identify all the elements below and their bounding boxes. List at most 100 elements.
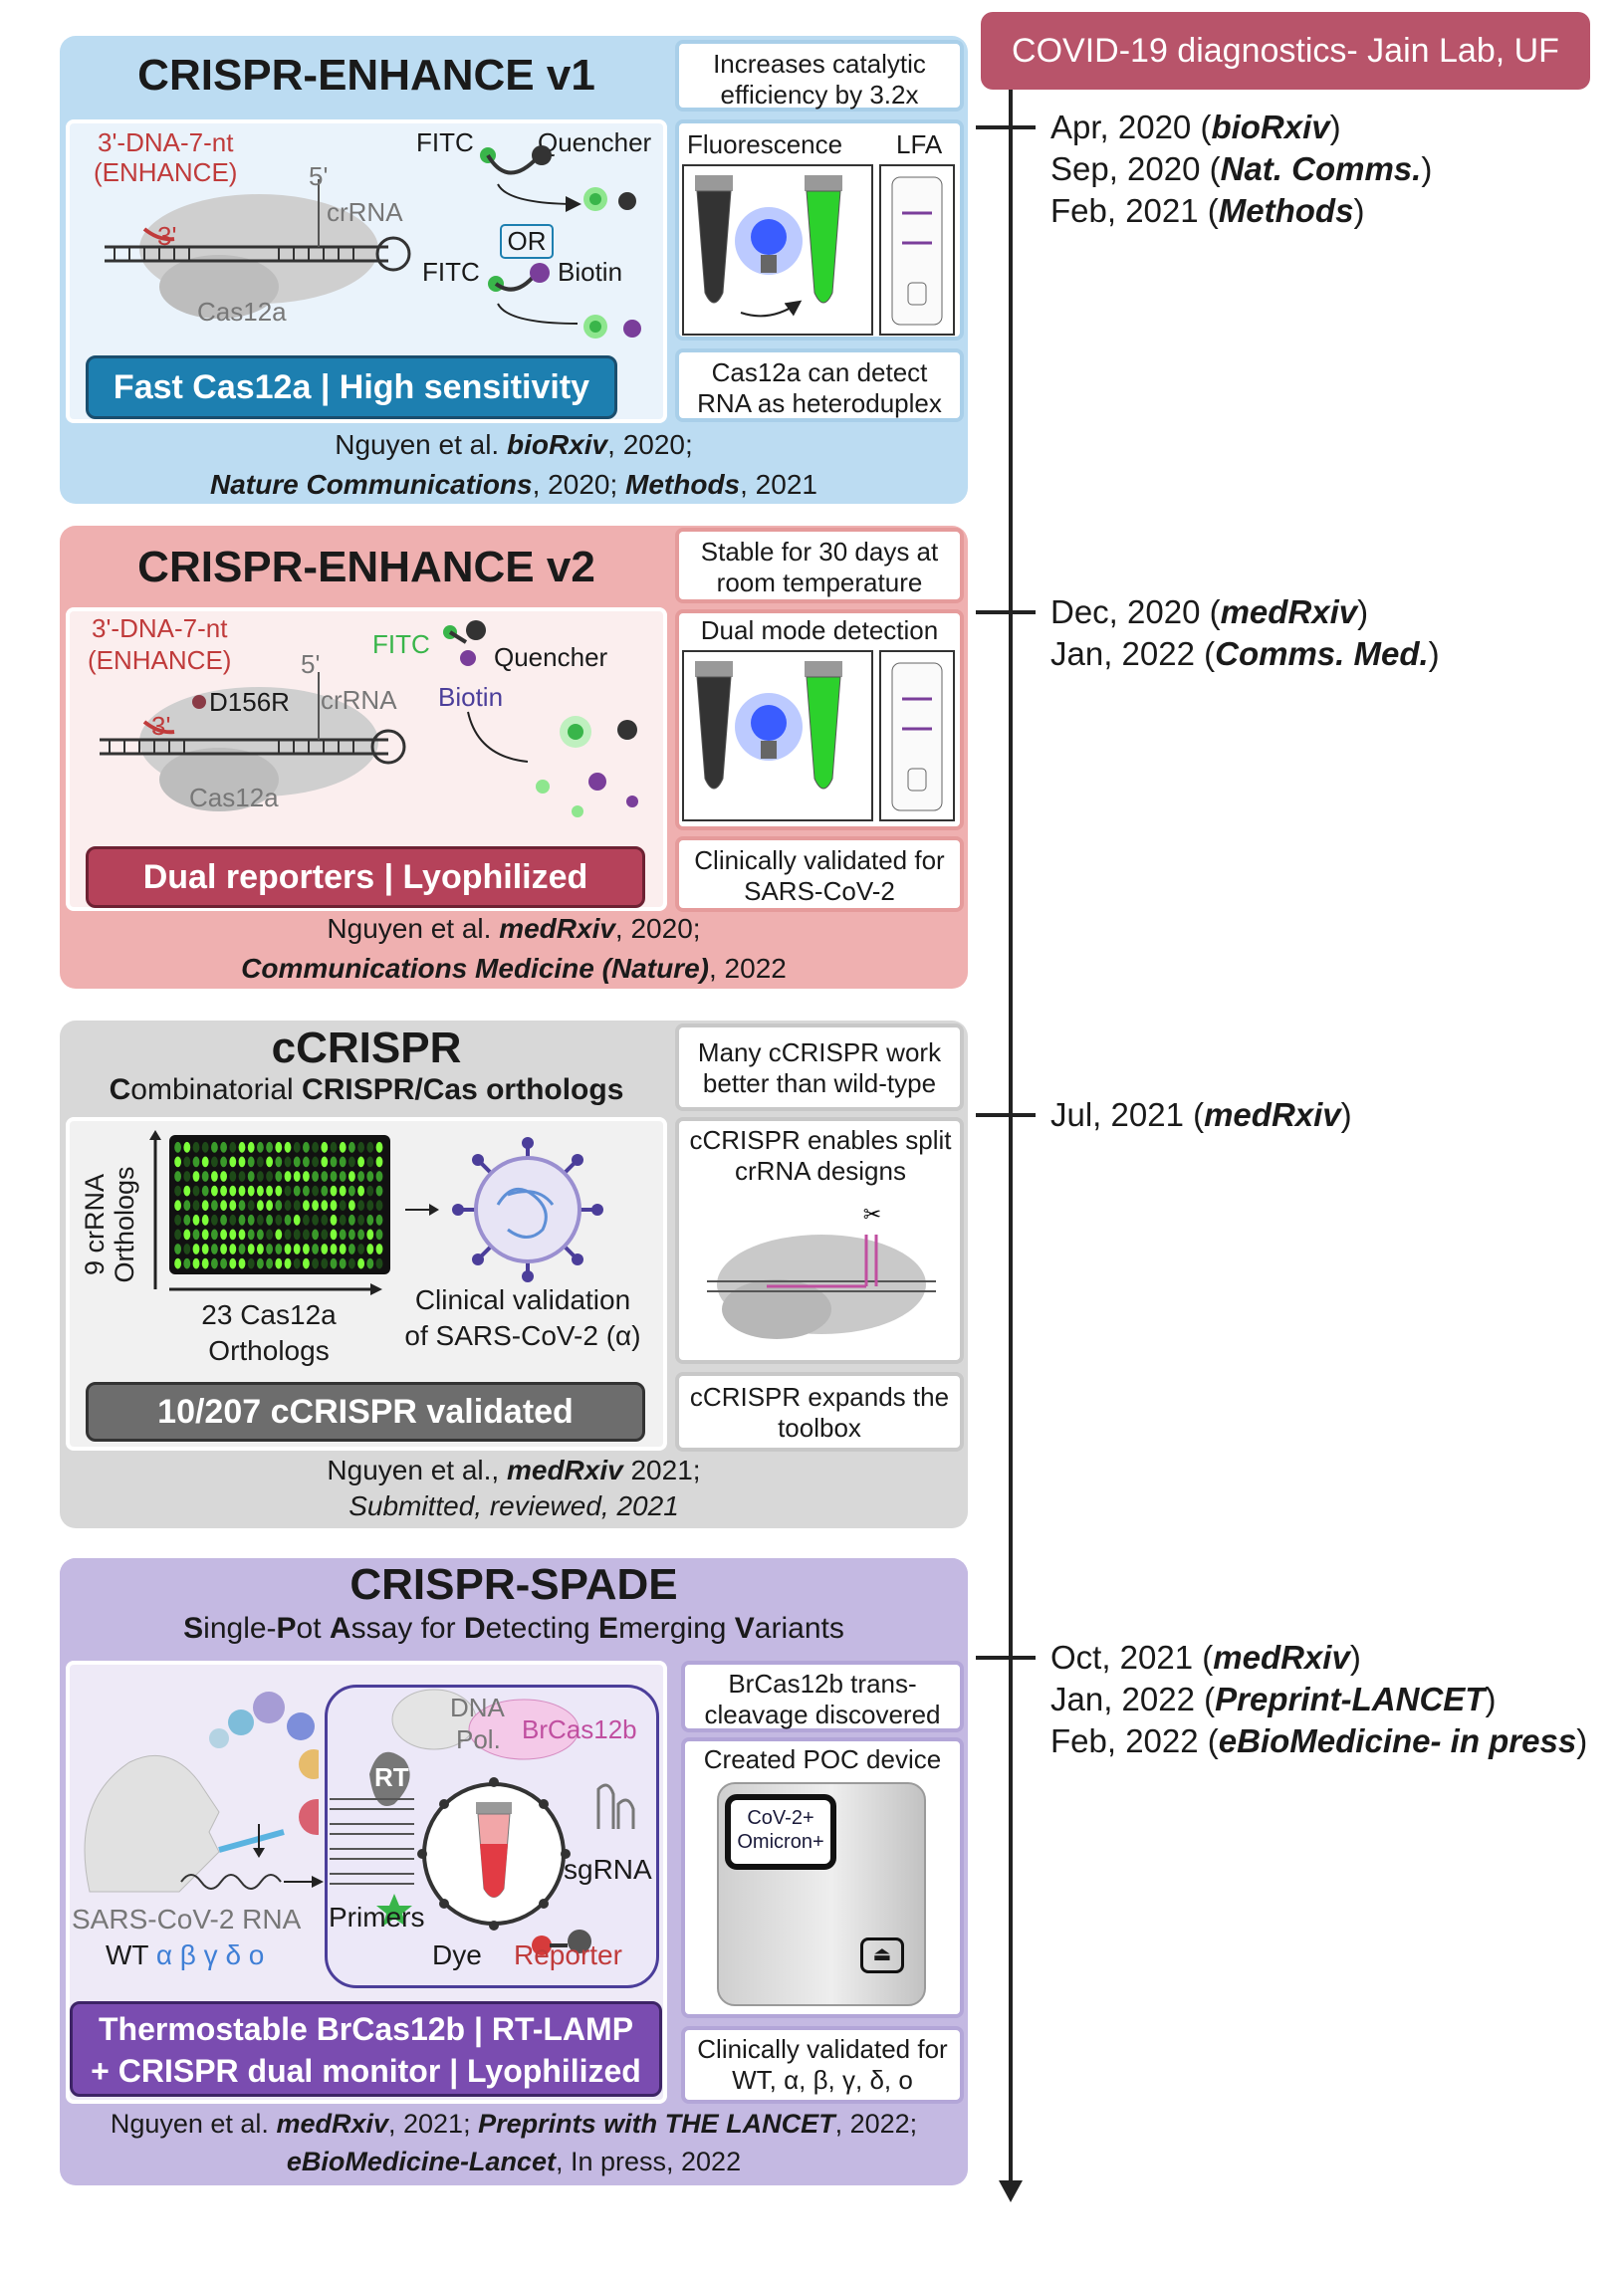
virus-icon (452, 1137, 603, 1282)
heatmap-cell (284, 1229, 292, 1241)
heatmap-cell (339, 1141, 347, 1153)
v2-note-stable: Stable for 30 days at room temperature (675, 528, 964, 603)
heatmap-cell (312, 1171, 319, 1182)
heatmap-cell (321, 1214, 329, 1226)
spade-subtitle: Single-Pot Assay for Detecting Emerging … (60, 1612, 968, 1646)
heatmap-cell (266, 1229, 273, 1241)
heatmap-cell (257, 1214, 264, 1226)
heatmap-cell (366, 1229, 374, 1241)
heatmap-cell (174, 1156, 181, 1168)
heatmap-cell (238, 1185, 246, 1197)
heatmap-cell (266, 1214, 273, 1226)
heatmap-cell (348, 1229, 355, 1241)
heatmap-cell (275, 1141, 283, 1153)
cc-heatmap (169, 1135, 390, 1274)
v1-citation: Nguyen et al. bioRxiv, 2020; Nature Comm… (210, 429, 817, 500)
heatmap-cell (229, 1185, 237, 1197)
heatmap-cell (266, 1156, 273, 1168)
spade-banner: Thermostable BrCas12b | RT-LAMP + CRISPR… (70, 2001, 662, 2097)
heatmap-cell (183, 1156, 191, 1168)
v1-label-crrna: crRNA (327, 197, 403, 227)
heatmap-cell (348, 1185, 355, 1197)
heatmap-cell (192, 1171, 200, 1182)
heatmap-cell (220, 1185, 227, 1197)
heatmap-cell (211, 1185, 218, 1197)
heatmap-cell (357, 1200, 364, 1212)
heatmap-cell (192, 1200, 200, 1212)
v2-label-dna: 3'-DNA-7-nt (92, 613, 228, 643)
heatmap-cell (321, 1200, 329, 1212)
timeline-line: Feb, 2022 (eBioMedicine- in press) (1050, 1722, 1588, 1759)
spade-subtitle-part: ingle- (203, 1612, 277, 1645)
timeline-group-v2: Dec, 2020 (medRxiv) Jan, 2022 (Comms. Me… (1050, 591, 1440, 675)
heatmap-cell (229, 1229, 237, 1241)
v1-label-lfa: LFA (896, 129, 943, 159)
heatmap-cell (211, 1141, 218, 1153)
spade-subtitle-part: S (183, 1612, 204, 1645)
heatmap-cell (257, 1229, 264, 1241)
eject-icon: ⏏ (860, 1937, 904, 1973)
spade-title-box: CRISPR-SPADE Single-Pot Assay for Detect… (60, 1558, 968, 1658)
heatmap-cell (330, 1244, 338, 1254)
v2-note-dual-mode: Dual mode detection (700, 615, 939, 645)
heatmap-cell (339, 1214, 347, 1226)
heatmap-cell (257, 1156, 264, 1168)
heatmap-cell (211, 1214, 218, 1226)
spade-citation: Nguyen et al. medRxiv, 2021; Preprints w… (110, 2109, 918, 2176)
heatmap-cell (303, 1244, 310, 1254)
v1-label-dna: 3'-DNA-7-nt (98, 127, 234, 157)
v2-cas12a-diagram (100, 672, 406, 811)
heatmap-cell (284, 1200, 292, 1212)
heatmap-cell (284, 1257, 292, 1269)
v1-label-cas12a: Cas12a (197, 297, 287, 327)
v2-title-box: CRISPR-ENHANCE v2 (66, 528, 667, 607)
heatmap-cell (357, 1257, 364, 1269)
heatmap-cell (348, 1244, 355, 1254)
v1-label-or: OR (500, 224, 554, 259)
heatmap-cell (303, 1214, 310, 1226)
heatmap-cell (238, 1171, 246, 1182)
heatmap-cell (201, 1141, 209, 1153)
v1-label-fluorescence: Fluorescence (687, 129, 843, 159)
heatmap-cell (229, 1244, 237, 1254)
heatmap-cell (229, 1156, 237, 1168)
cc-subtitle: Combinatorial CRISPR/Cas orthologs (109, 1073, 624, 1106)
heatmap-cell (174, 1244, 181, 1254)
heatmap-cell (348, 1156, 355, 1168)
heatmap-cell (247, 1229, 255, 1241)
heatmap-cell (275, 1200, 283, 1212)
heatmap-cell (229, 1257, 237, 1269)
v1-label-3prime: 3' (157, 221, 177, 251)
v1-title-box: CRISPR-ENHANCE v1 (66, 36, 667, 115)
v1-label-5prime: 5' (309, 161, 329, 191)
v2-label-cas12a: Cas12a (189, 783, 279, 812)
header-title: COVID-19 diagnostics- Jain Lab, UF (1012, 32, 1559, 70)
v2-label-biotin: Biotin (438, 682, 504, 712)
heatmap-cell (357, 1229, 364, 1241)
heatmap-cell (303, 1229, 310, 1241)
spade-subtitle-part: ot (296, 1612, 330, 1645)
heatmap-cell (201, 1257, 209, 1269)
heatmap-cell (348, 1141, 355, 1153)
v1-label-quencher: Quencher (538, 127, 652, 157)
heatmap-cell (266, 1141, 273, 1153)
v1-label-biotin: Biotin (558, 257, 623, 287)
heatmap-cell (238, 1200, 246, 1212)
heatmap-cell (238, 1257, 246, 1269)
spade-subtitle-part: E (598, 1612, 619, 1645)
heatmap-cell (303, 1185, 310, 1197)
heatmap-cell (257, 1171, 264, 1182)
heatmap-cell (375, 1200, 383, 1212)
heatmap-cell (357, 1171, 364, 1182)
timeline-line: Jan, 2022 (Comms. Med.) (1050, 635, 1440, 672)
heatmap-cell (312, 1156, 319, 1168)
heatmap-cell (366, 1200, 374, 1212)
v1-note-heteroduplex: Cas12a can detect RNA as heteroduplex (675, 348, 964, 422)
heatmap-cell (201, 1244, 209, 1254)
spade-title: CRISPR-SPADE (349, 1560, 678, 1609)
v2-reporter-diagram (443, 620, 638, 817)
v1-label-enhance: (ENHANCE) (94, 157, 238, 187)
